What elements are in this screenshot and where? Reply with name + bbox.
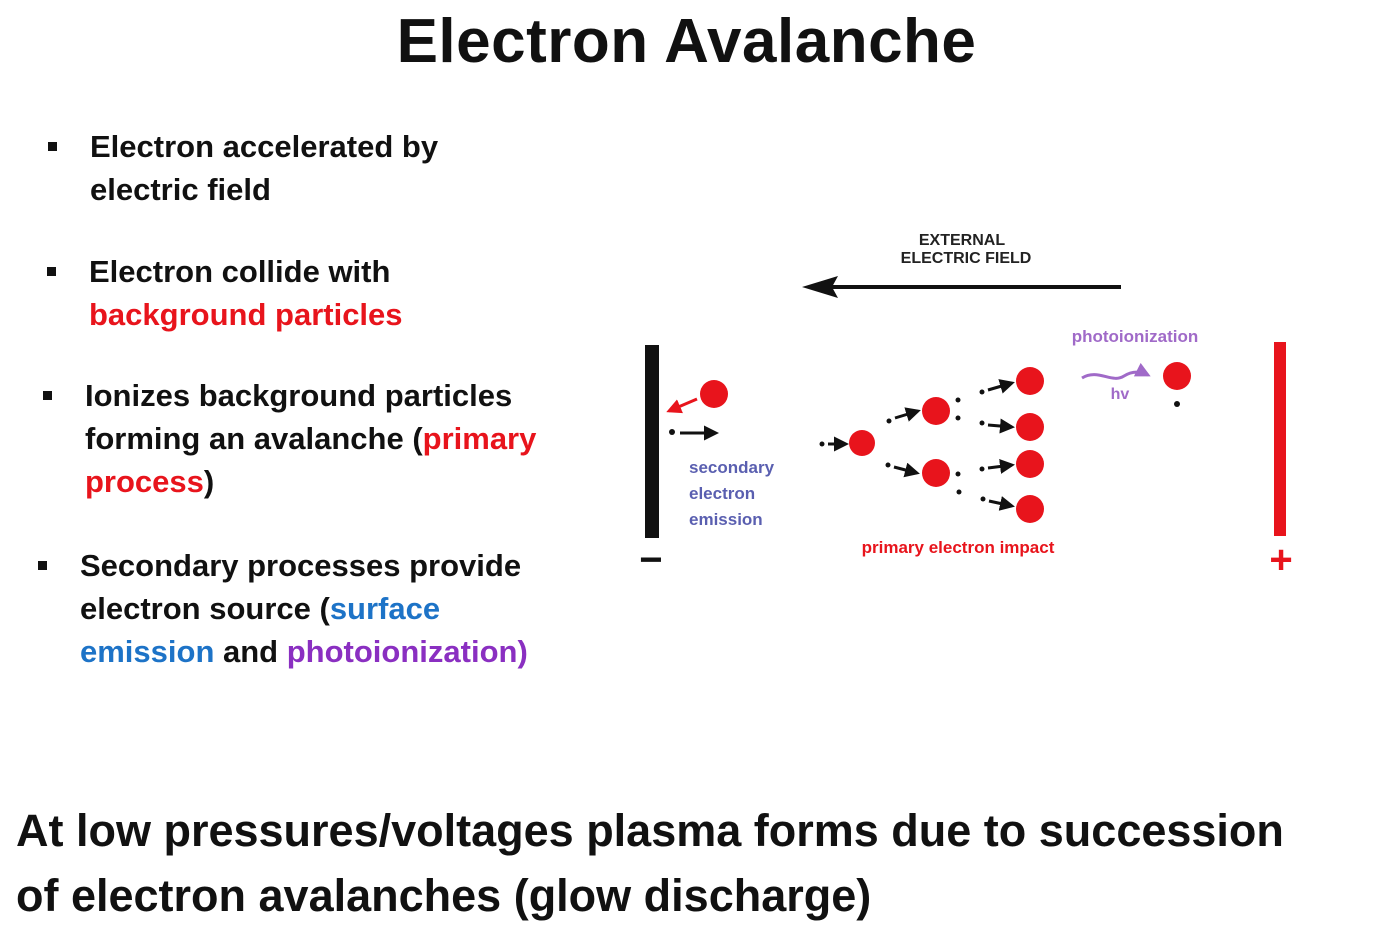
bullet-text: forming an avalanche ( [85,421,423,456]
bullet-item-4: Secondary processes provide electron sou… [38,544,528,673]
avalanche-ion [922,397,950,425]
bullet-marker [43,391,52,400]
bullet-text: electric field [90,172,271,207]
ion-impact-arrow [666,397,698,414]
secondary-label-line1: secondary [689,458,775,477]
bullet-line: process) [85,460,536,503]
ion-particle [700,380,728,408]
bullet-text-photoionization: photoionization) [286,634,528,669]
emitted-electron [669,429,675,435]
bullet-text: Secondary processes provide [80,548,522,583]
bullet-line: electric field [90,168,438,211]
bullet-text: Ionizes background particles [85,378,513,413]
plus-sign: + [1269,538,1292,582]
bullet-line: Electron accelerated by [90,125,438,168]
bullet-line: electron source (surface [80,587,528,630]
bullet-line: Electron collide with [89,250,403,293]
avalanche-ion [922,459,950,487]
bullet-text-emission: emission [80,634,215,669]
bullet-item-2: Electron collide with background particl… [47,250,403,336]
bullet-line: forming an avalanche (primary [85,417,536,460]
field-label-line2: ELECTRIC FIELD [901,250,1032,267]
bullet-line: Secondary processes provide [80,544,528,587]
avalanche-ion [849,430,875,456]
bullet-text-surface: surface [329,591,441,626]
secondary-label-line2: electron [689,484,755,503]
bullet-text-highlight: process [85,464,204,499]
bullet-marker [47,267,56,276]
bullet-line: background particles [89,293,403,336]
conclusion-line-2: of electron avalanches (glow discharge) [16,870,872,921]
bullet-text-highlight: background particles [89,297,403,332]
avalanche-ion [1016,367,1044,395]
bullet-text: ) [203,464,215,499]
primary-impact-label: primary electron impact [862,538,1055,557]
bullet-marker [48,142,57,151]
bullet-text-highlight: primary [422,421,537,456]
minus-sign: − [639,538,662,582]
electric-field-arrow [802,276,1121,298]
conclusion-text: At low pressures/voltages plasma forms d… [16,798,1284,928]
secondary-label-line3: emission [689,510,763,529]
bullet-text: Electron accelerated by [90,129,439,164]
bullet-text: Electron collide with [89,254,391,289]
anode-plate [1274,342,1286,536]
avalanche-ion [1016,413,1044,441]
slide-title: Electron Avalanche [396,7,977,76]
cathode-plate [645,345,659,538]
bullet-text: and [214,634,287,669]
field-label-line1: EXTERNAL [919,232,1005,249]
conclusion-line-1: At low pressures/voltages plasma forms d… [16,805,1284,856]
bullet-text: electron source ( [80,591,330,626]
photo-electron [1174,401,1180,407]
bullet-marker [38,561,47,570]
bullet-item-1: Electron accelerated by electric field [48,125,438,211]
avalanche-ion [1016,450,1044,478]
avalanche-ion [1016,495,1044,523]
photoionization-label: photoionization [1072,327,1199,346]
bullet-item-3: Ionizes background particles forming an … [43,374,536,503]
hv-label: hv [1111,386,1130,403]
photon-wave-arrow [1081,362,1151,380]
bullet-line: Ionizes background particles [85,374,536,417]
bullet-line: emission and photoionization) [80,630,528,673]
electron-avalanche [819,367,1044,523]
photoionized-ion [1163,362,1191,390]
